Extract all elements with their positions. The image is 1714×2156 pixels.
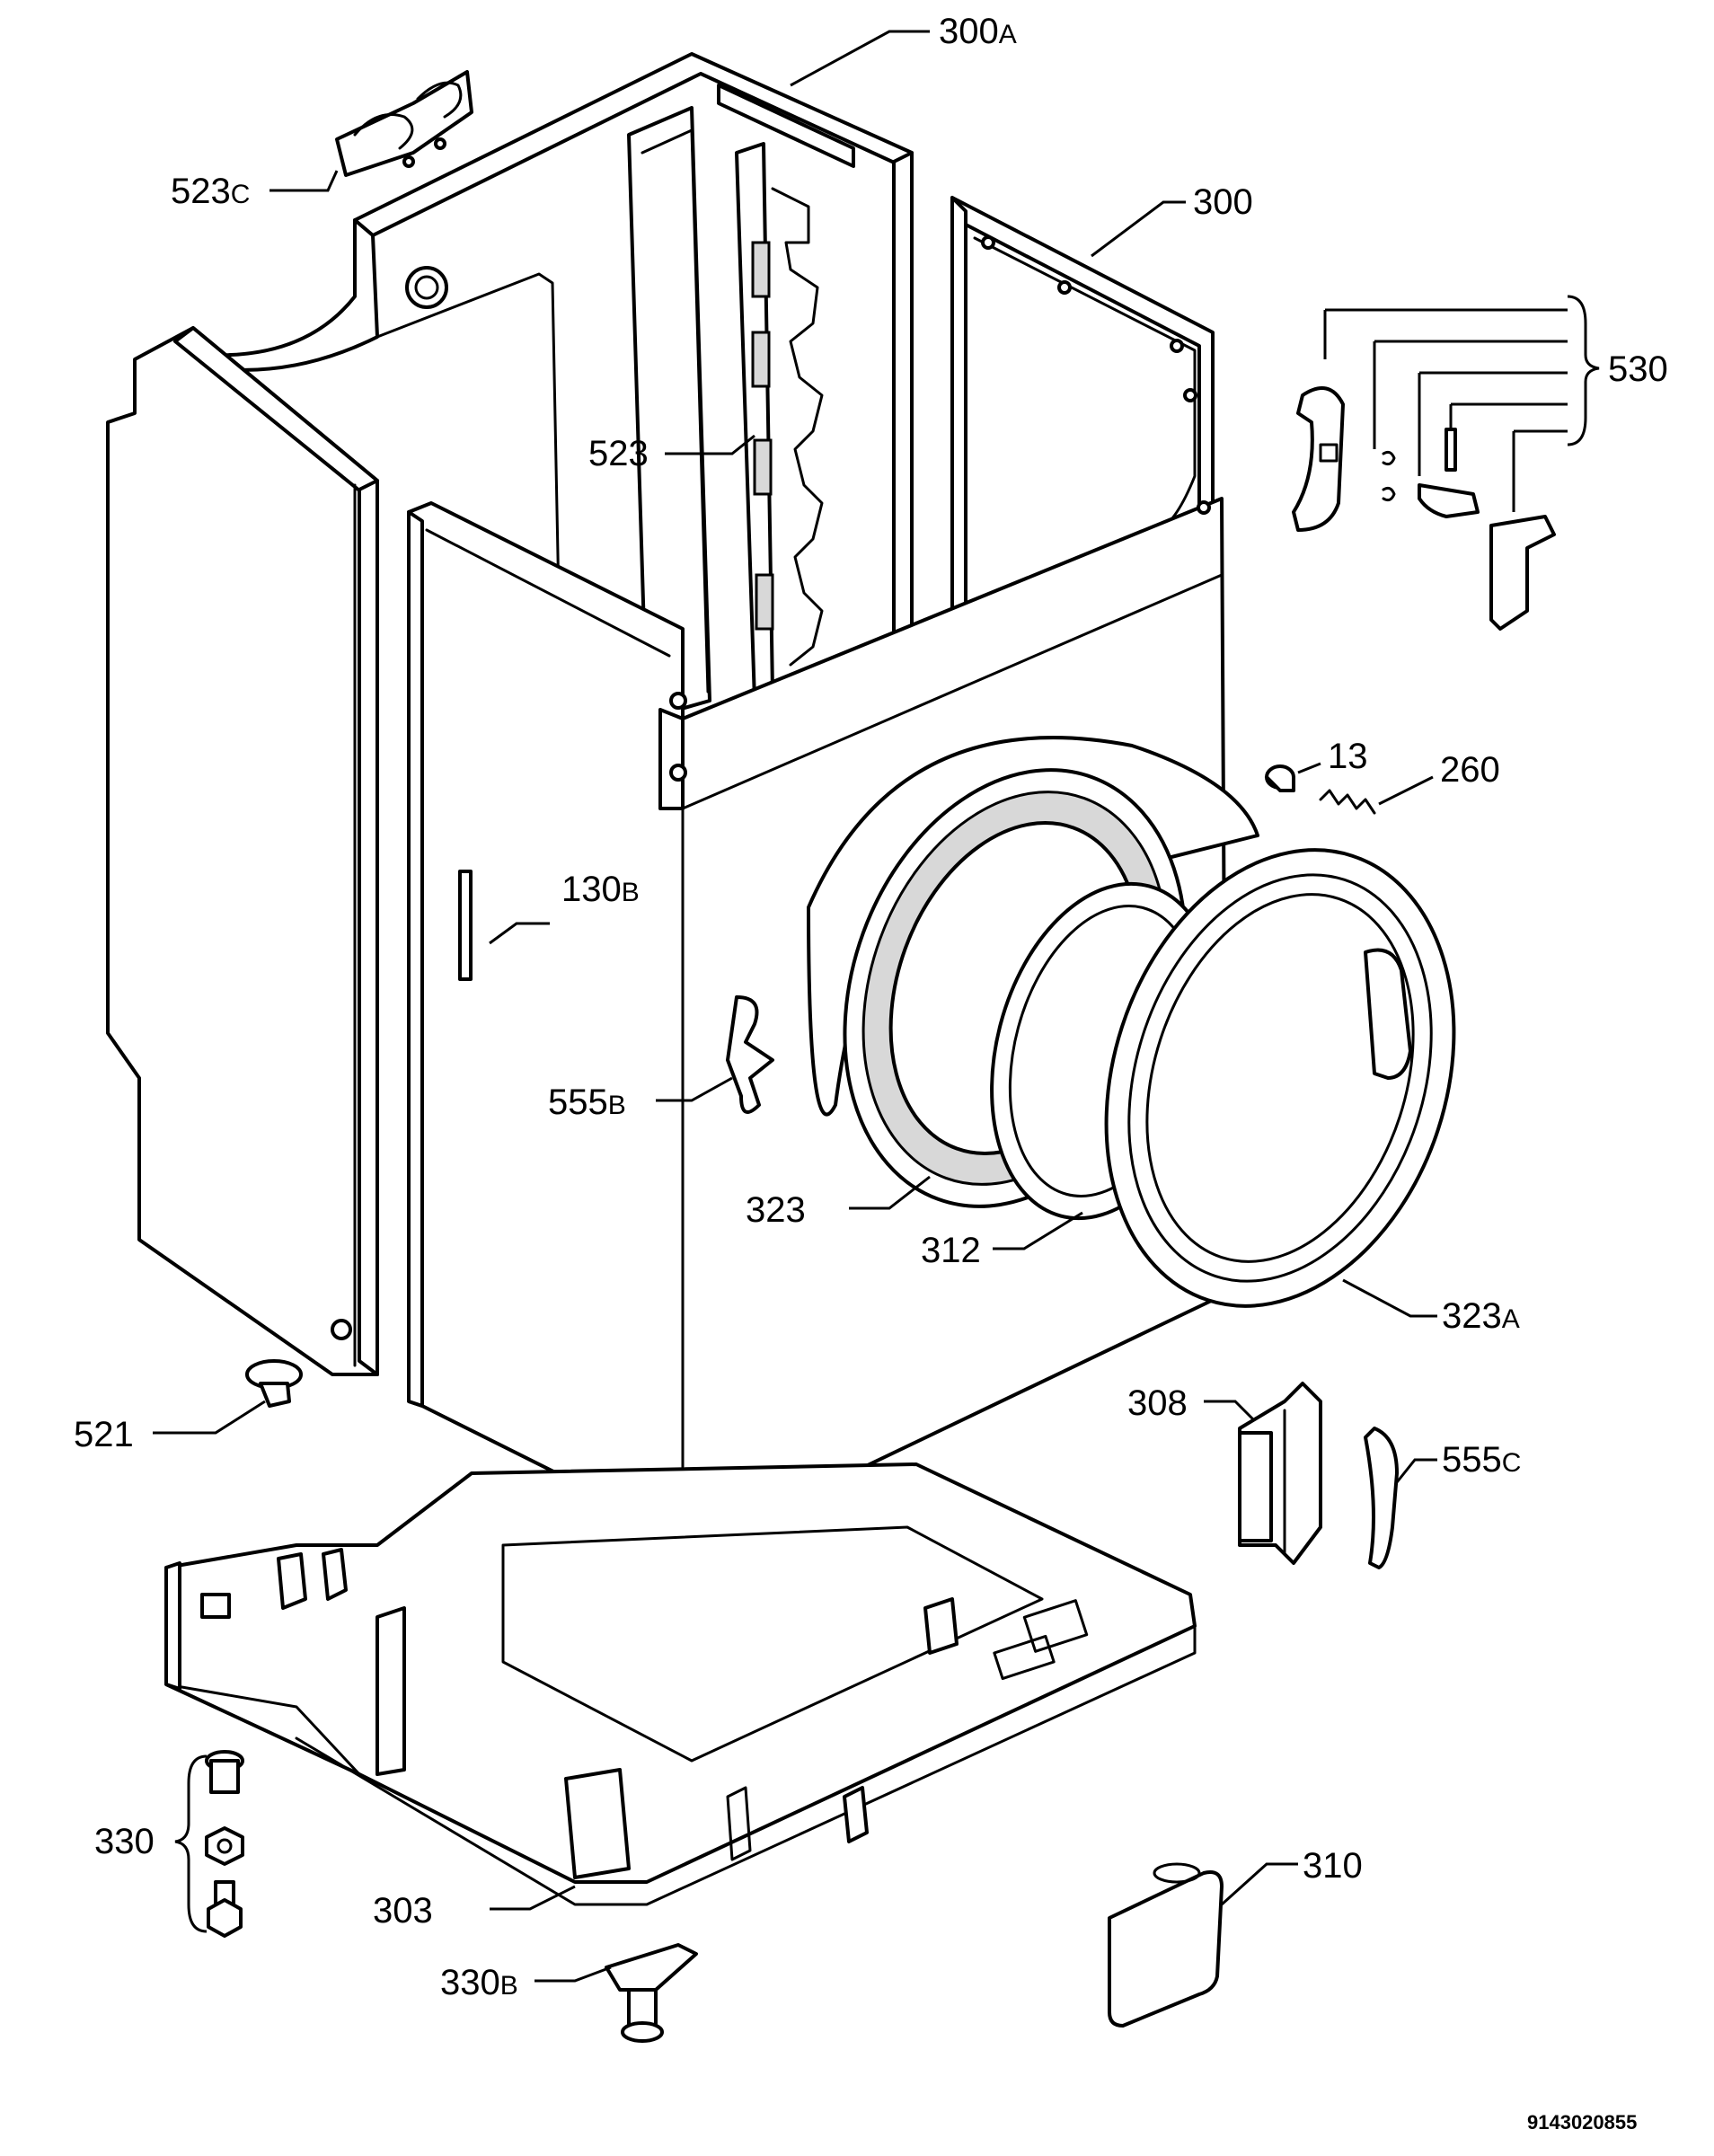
- label-260: 260: [1440, 750, 1500, 790]
- foot-330b: [605, 1943, 698, 2043]
- label-330b: 330B: [440, 1963, 518, 2002]
- label-310: 310: [1303, 1846, 1363, 1886]
- lid-310: [1108, 1862, 1224, 2028]
- label-330: 330: [94, 1822, 155, 1861]
- label-555b: 555B: [548, 1082, 626, 1122]
- label-523: 523: [588, 434, 649, 473]
- label-130b: 130B: [561, 870, 640, 909]
- side-panel-left: [106, 326, 379, 1376]
- label-312: 312: [921, 1231, 981, 1270]
- spring-260: [1319, 789, 1376, 815]
- lock-assembly-530: [1292, 386, 1556, 631]
- label-530: 530: [1608, 349, 1668, 389]
- handle-555c: [1364, 1427, 1399, 1569]
- label-555c: 555C: [1442, 1440, 1521, 1480]
- support-rail-523: [735, 142, 824, 702]
- hinge-308: [1238, 1382, 1322, 1565]
- label-308: 308: [1127, 1383, 1188, 1423]
- label-300: 300: [1193, 182, 1253, 222]
- label-300a: 300A: [939, 12, 1017, 51]
- door-assembly: [807, 736, 1456, 1308]
- part-labels: 300A 300 523C 523 530 13 260 130B 555B 3…: [74, 12, 1668, 2134]
- knob-13: [1265, 764, 1295, 792]
- base-frame-303: [164, 1462, 1197, 1906]
- screw-521: [245, 1359, 303, 1408]
- label-323: 323: [746, 1190, 806, 1230]
- feet-set-330: [205, 1750, 244, 1938]
- rear-frame-300a: [205, 52, 914, 738]
- label-523c: 523C: [171, 172, 250, 211]
- label-13: 13: [1328, 737, 1368, 776]
- clip-523c: [335, 70, 473, 177]
- label-303: 303: [373, 1891, 433, 1931]
- leader-lines: [153, 30, 1600, 1983]
- label-323a: 323A: [1442, 1296, 1520, 1336]
- document-number: 9143020855: [1527, 2111, 1637, 2134]
- label-521: 521: [74, 1415, 134, 1454]
